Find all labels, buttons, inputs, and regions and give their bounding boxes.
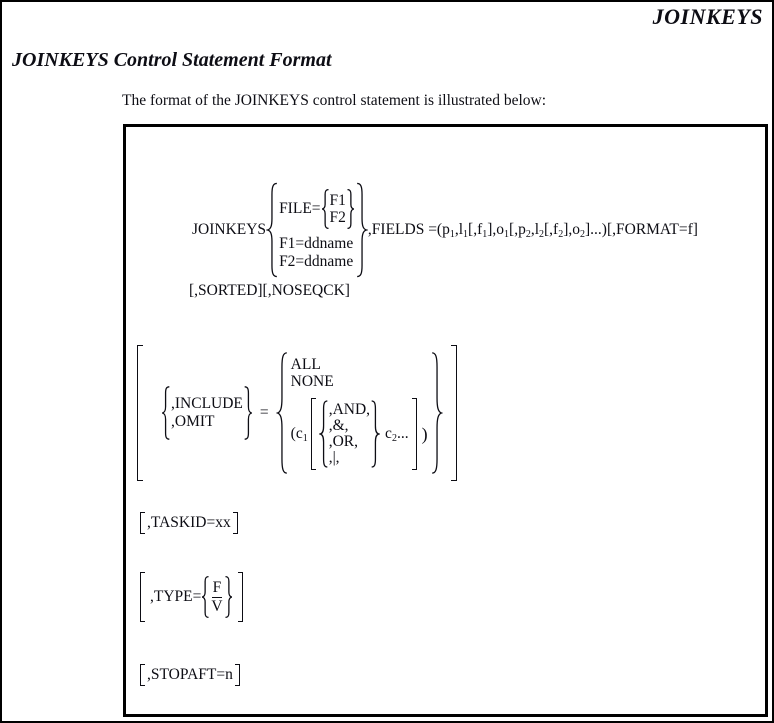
connective-right-brace xyxy=(370,400,380,468)
ampersand-connective: ,&, xyxy=(328,417,349,434)
connective-options: ,AND, ,&, ,OR, ,|, xyxy=(329,402,370,466)
c2-term: c2... xyxy=(385,425,409,444)
taskid-group: ,TASKID=xx xyxy=(140,512,238,534)
small-left-brace xyxy=(321,189,330,229)
file-alternatives-stack: FILE= F1 F2 F1=ddname F2=ddname xyxy=(279,189,355,271)
stopaft-group: ,STOPAFT=n xyxy=(140,664,240,686)
fields-parameter: ,FIELDS =(p1,l1[,f1],o1[,p2,l2[,f2],o2].… xyxy=(367,221,698,240)
type-right-brace xyxy=(224,576,233,618)
include-option: ,INCLUDE xyxy=(171,395,243,412)
big-right-brace xyxy=(355,182,368,278)
outer-right-bracket xyxy=(450,345,457,481)
condition-expression-row: (c1 ,AND, ,&, ,OR, ,|, c2... xyxy=(291,398,428,470)
file-option-row: FILE= F1 F2 xyxy=(279,189,355,229)
syntax-diagram-box: JOINKEYS FILE= F1 F2 xyxy=(123,124,768,717)
f1-ddname-alternative: F1=ddname xyxy=(279,235,354,252)
type-option-v: V xyxy=(211,598,223,615)
taskid-right-bracket xyxy=(232,512,238,534)
taskid-parameter: ,TASKID=xx xyxy=(147,514,231,531)
pipe-connective: ,|, xyxy=(328,449,340,466)
intro-text: The format of the JOINKEYS control state… xyxy=(122,92,547,109)
type-right-bracket xyxy=(237,572,243,622)
include-omit-group: ,INCLUDE ,OMIT = ALL NONE (c1 xyxy=(137,345,457,481)
include-left-brace xyxy=(161,386,171,440)
include-right-brace xyxy=(243,386,253,440)
file-label: FILE= xyxy=(279,200,321,217)
conditions-stack: ALL NONE (c1 ,AND, ,&, ,OR, ,|, xyxy=(291,356,428,470)
type-option-f-default: F xyxy=(211,579,223,598)
joinkeys-statement-row: JOINKEYS FILE= F1 F2 xyxy=(192,182,698,278)
type-options: F V xyxy=(210,579,223,615)
page-title: JOINKEYS Control Statement Format xyxy=(12,49,332,71)
conditions-left-brace xyxy=(276,351,289,475)
closing-paren: ) xyxy=(421,423,428,444)
file-options: F1 F2 xyxy=(330,192,346,226)
include-omit-options: ,INCLUDE ,OMIT xyxy=(171,395,243,431)
conditions-right-brace xyxy=(430,351,443,475)
stopaft-right-bracket xyxy=(234,664,240,686)
c1-term: (c1 xyxy=(290,425,308,444)
all-option: ALL xyxy=(290,356,321,373)
type-label: ,TYPE= xyxy=(150,588,202,605)
file-option-f2: F2 xyxy=(329,209,346,226)
file-option-f1: F1 xyxy=(329,192,346,209)
or-connective: ,OR, xyxy=(328,433,358,450)
equals-sign: = xyxy=(259,404,269,421)
joinkeys-keyword: JOINKEYS xyxy=(192,221,267,238)
page-corner-title: JOINKEYS xyxy=(652,4,763,29)
small-right-brace xyxy=(346,189,355,229)
taskid-left-bracket xyxy=(140,512,145,534)
and-connective: ,AND, xyxy=(328,401,371,418)
connective-left-brace xyxy=(319,400,329,468)
sorted-noseqck-line: [,SORTED][,NOSEQCK] xyxy=(189,282,350,299)
omit-option: ,OMIT xyxy=(171,413,215,430)
big-left-brace xyxy=(266,182,279,278)
stopaft-left-bracket xyxy=(140,664,145,686)
stopaft-parameter: ,STOPAFT=n xyxy=(147,666,233,683)
type-left-bracket xyxy=(140,572,145,622)
inner-left-bracket xyxy=(310,398,316,470)
none-option: NONE xyxy=(290,373,334,390)
f2-ddname-alternative: F2=ddname xyxy=(279,253,354,270)
type-left-brace xyxy=(201,576,210,618)
type-group: ,TYPE= F V xyxy=(140,572,243,622)
inner-right-bracket xyxy=(411,398,417,470)
outer-left-bracket xyxy=(137,345,143,481)
